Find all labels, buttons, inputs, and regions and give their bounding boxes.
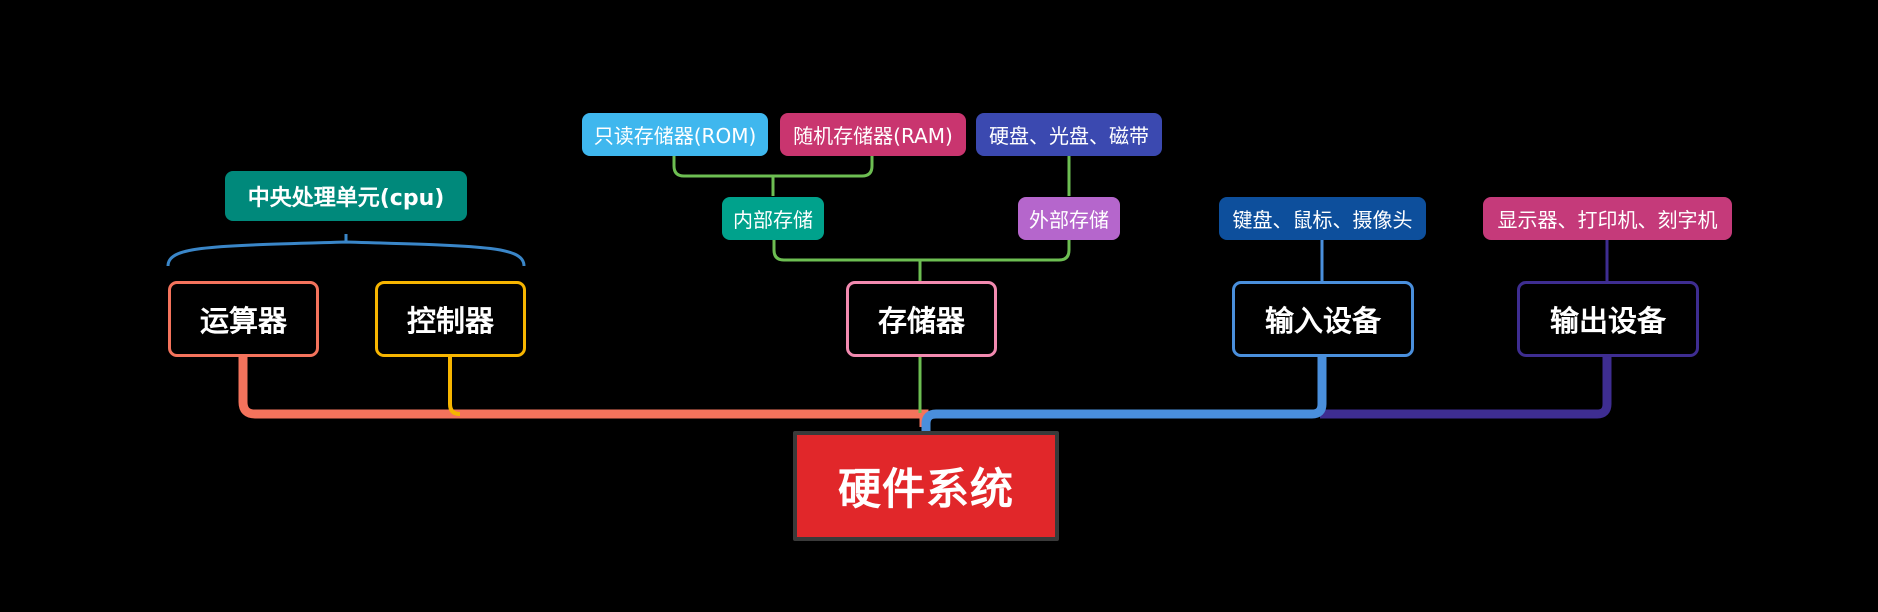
alu-node: 运算器	[168, 281, 319, 357]
external-storage-tag: 外部存储	[1018, 197, 1120, 240]
alu-branch	[238, 356, 929, 427]
output-device-node: 输出设备	[1517, 281, 1699, 357]
output-branch	[1320, 356, 1612, 419]
internal-storage-tag: 内部存储	[722, 197, 824, 240]
cpu-bracket	[166, 240, 526, 267]
input-devices-tag: 键盘、鼠标、摄像头	[1219, 197, 1426, 240]
cpu-group-label: 中央处理单元(cpu)	[225, 171, 467, 221]
internal-sub-branch	[672, 156, 874, 196]
storage-node: 存储器	[846, 281, 997, 357]
storage-sub-branch	[772, 240, 1071, 282]
disks-tag: 硬盘、光盘、磁带	[976, 113, 1162, 156]
ram-tag: 随机存储器(RAM)	[780, 113, 966, 156]
rom-tag: 只读存储器(ROM)	[582, 113, 768, 156]
input-device-node: 输入设备	[1232, 281, 1414, 357]
controller-node: 控制器	[375, 281, 526, 357]
input-branch	[921, 356, 1327, 432]
root-node: 硬件系统	[793, 431, 1059, 541]
output-devices-tag: 显示器、打印机、刻字机	[1483, 197, 1732, 240]
controller-branch	[448, 356, 461, 416]
